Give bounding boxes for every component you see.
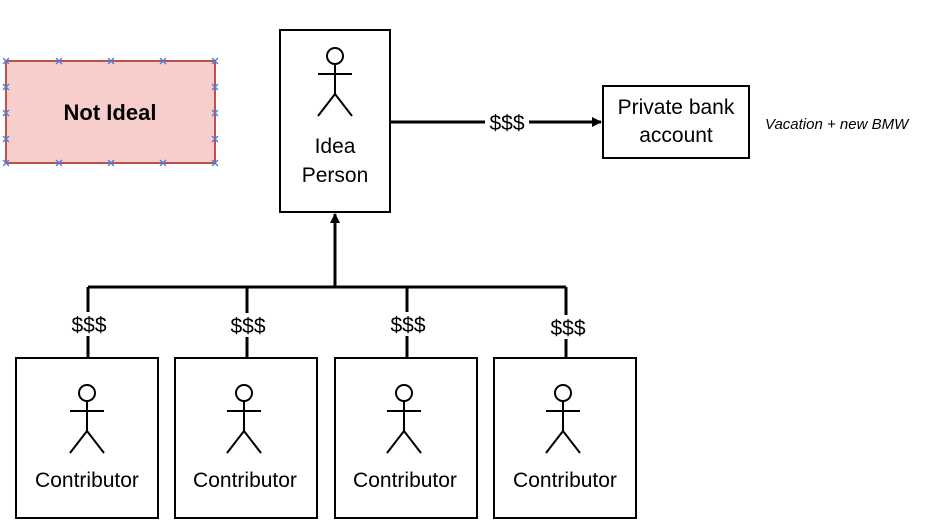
- flow-label-contributor: $$$: [71, 314, 106, 337]
- bank-account-label-line2: account: [639, 124, 713, 147]
- selection-handle[interactable]: [2, 109, 10, 117]
- contributor-label: Contributor: [35, 469, 139, 492]
- bank-account-label-line1: Private bank: [618, 96, 735, 119]
- bank-note: Vacation + new BMW: [765, 116, 910, 133]
- contributor-label: Contributor: [193, 469, 297, 492]
- selection-handle[interactable]: [211, 159, 219, 167]
- idea-person-node[interactable]: Idea Person: [279, 29, 391, 213]
- contributor-node[interactable]: Contributor: [493, 357, 637, 519]
- selection-handle[interactable]: [107, 159, 115, 167]
- flow-to-bank[interactable]: $$$: [391, 110, 602, 135]
- idea-person-label-line2: Person: [302, 164, 369, 187]
- contributor-box: [174, 357, 318, 519]
- flow-label-to-bank: $$$: [489, 112, 524, 135]
- selection-handle[interactable]: [2, 57, 10, 65]
- contributor-node[interactable]: Contributor: [334, 357, 478, 519]
- selection-handle[interactable]: [2, 159, 10, 167]
- selection-handle[interactable]: [159, 159, 167, 167]
- flow-label-contributor: $$$: [230, 315, 265, 338]
- flow-label-contributor: $$$: [550, 317, 585, 340]
- selection-handle[interactable]: [107, 57, 115, 65]
- selection-handle[interactable]: [211, 109, 219, 117]
- selection-handle[interactable]: [2, 135, 10, 143]
- contributor-flow-labels: $$$ $$$ $$$ $$$: [67, 312, 590, 340]
- bank-account-node[interactable]: Private bank account: [602, 85, 750, 159]
- contributor-label: Contributor: [353, 469, 457, 492]
- contributor-box: [15, 357, 159, 519]
- contributor-connector[interactable]: [86, 213, 568, 357]
- selection-handles[interactable]: [2, 57, 219, 167]
- flow-label-bg: [546, 315, 590, 339]
- selection-handle[interactable]: [211, 135, 219, 143]
- flow-label-bg: [386, 312, 430, 336]
- contributor-box: [493, 357, 637, 519]
- contributor-box: [334, 357, 478, 519]
- selection-handle[interactable]: [55, 159, 63, 167]
- bank-account-box: [602, 85, 750, 159]
- flow-label-bg: [67, 312, 111, 336]
- selection-handle[interactable]: [211, 57, 219, 65]
- selection-handle[interactable]: [211, 83, 219, 91]
- idea-person-label-line1: Idea: [315, 135, 356, 158]
- not-ideal-box: [5, 60, 216, 164]
- contributor-label: Contributor: [513, 469, 617, 492]
- flow-label-bg: [485, 110, 529, 134]
- selection-handle[interactable]: [159, 57, 167, 65]
- not-ideal-legend[interactable]: Not Ideal: [2, 57, 219, 167]
- flow-label-bg: [226, 313, 270, 337]
- contributor-node[interactable]: Contributor: [15, 357, 159, 519]
- contributor-node[interactable]: Contributor: [174, 357, 318, 519]
- selection-handle[interactable]: [55, 57, 63, 65]
- flow-label-contributor: $$$: [390, 314, 425, 337]
- not-ideal-label: Not Ideal: [64, 100, 157, 125]
- selection-handle[interactable]: [2, 83, 10, 91]
